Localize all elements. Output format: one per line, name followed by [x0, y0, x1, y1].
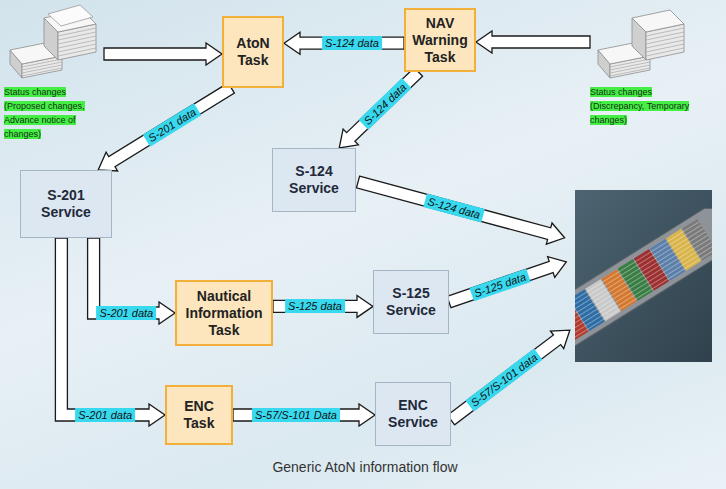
- flow-arrow: [98, 83, 234, 171]
- data-label: S-201 data: [75, 408, 135, 422]
- data-label: S-124 data: [423, 193, 484, 222]
- flow-arrow: [233, 404, 375, 426]
- node-text: AtoN Task: [229, 35, 277, 69]
- data-label: S-201 data: [142, 103, 200, 146]
- data-label: S-125 data: [285, 299, 345, 313]
- flow-arrow: [476, 31, 590, 53]
- document-stack: Status changes (Discrepancy, Temporary c…: [590, 4, 690, 126]
- flow-arrow: [273, 295, 373, 317]
- paper-stack: [10, 5, 96, 78]
- figure-caption: Generic AtoN information flow: [180, 458, 550, 476]
- status-note: Status changes (Proposed changes, Advanc…: [4, 84, 104, 140]
- data-label: S-57/S-101 Data: [252, 408, 340, 422]
- data-label: S-57/S-101 data: [465, 349, 542, 412]
- status-text: Status changes (Proposed changes, Advanc…: [4, 87, 85, 139]
- paper-stack: [598, 10, 684, 78]
- flow-arrow: [284, 32, 404, 54]
- data-label: S-124 data: [322, 36, 382, 50]
- node-text: S-124 Service: [278, 163, 350, 197]
- task-box: Nautical Information Task: [175, 280, 273, 346]
- document-stack: Status changes (Proposed changes, Advanc…: [4, 4, 104, 140]
- ship-arrow: [445, 251, 569, 312]
- node-text: Nautical Information Task: [182, 288, 266, 339]
- service-box: S-124 Service: [272, 148, 356, 212]
- node-text: ENC Task: [172, 398, 226, 432]
- status-note: Status changes (Discrepancy, Temporary c…: [590, 84, 690, 126]
- flow-arrow: [104, 43, 222, 65]
- service-box: S-201 Service: [20, 170, 112, 238]
- flow-arrow: [88, 238, 175, 324]
- node-text: S-201 Service: [26, 187, 106, 221]
- task-box: ENC Task: [165, 385, 233, 445]
- node-text: ENC Service: [381, 397, 445, 431]
- task-box: NAV Warning Task: [404, 8, 476, 72]
- ship-arrow: [444, 321, 576, 428]
- data-label: S-201 data: [96, 306, 156, 320]
- service-box: ENC Service: [375, 382, 451, 446]
- flow-arrow: [55, 238, 165, 426]
- node-text: S-125 Service: [379, 285, 443, 319]
- task-box: AtoN Task: [222, 16, 284, 88]
- data-label: S-125 data: [470, 268, 531, 301]
- flow-arrow: [339, 68, 422, 148]
- node-text: NAV Warning Task: [411, 15, 469, 66]
- data-label: S-124 data: [358, 79, 411, 131]
- container-ship-photo: [575, 190, 712, 362]
- status-text: Status changes (Discrepancy, Temporary c…: [590, 87, 689, 125]
- service-box: S-125 Service: [373, 270, 449, 334]
- ship-arrow: [355, 171, 567, 248]
